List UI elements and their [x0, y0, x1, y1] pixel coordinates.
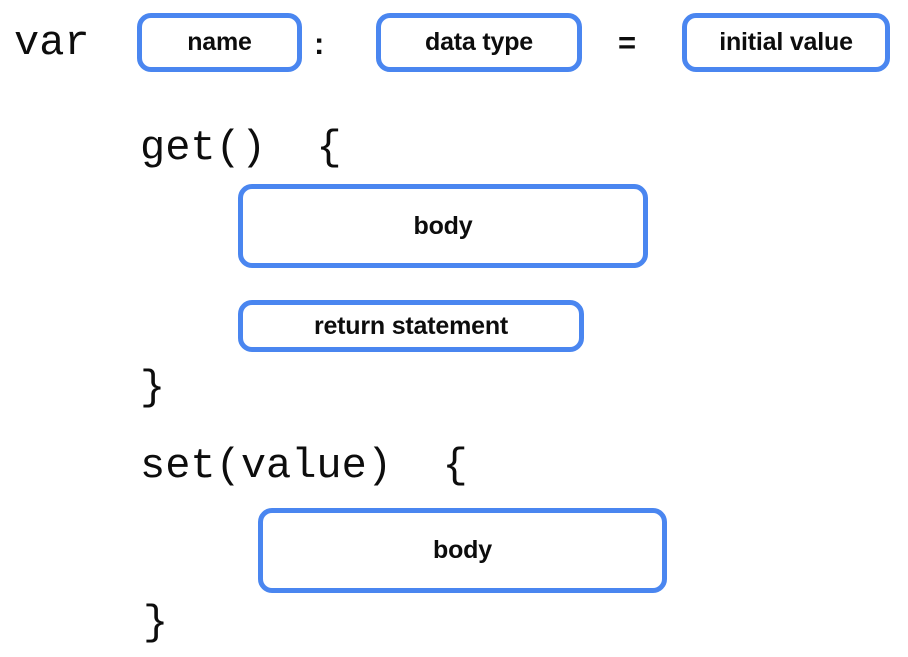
setter-closing-brace: }	[143, 599, 169, 647]
getter-header: get() {	[140, 124, 342, 172]
slot-data-type[interactable]: data type	[376, 13, 582, 72]
setter-header: set(value) {	[140, 442, 468, 490]
slot-initial-value[interactable]: initial value	[682, 13, 890, 72]
colon-operator: :	[314, 26, 325, 61]
slot-name[interactable]: name	[137, 13, 302, 72]
equals-operator: =	[618, 25, 637, 60]
getter-closing-brace: }	[140, 364, 166, 412]
slot-setter-body[interactable]: body	[258, 508, 667, 593]
var-keyword: var	[14, 19, 90, 67]
slot-getter-body[interactable]: body	[238, 184, 648, 268]
slot-return-statement[interactable]: return statement	[238, 300, 584, 352]
